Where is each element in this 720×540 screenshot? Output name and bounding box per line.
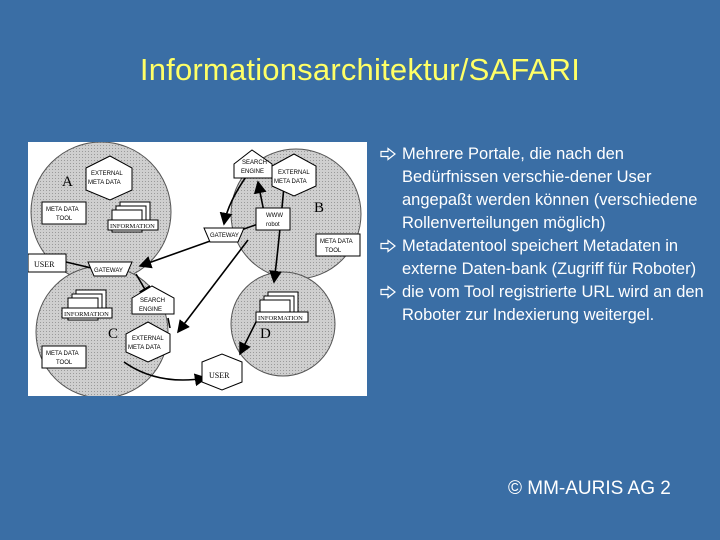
user-left-text: USER — [34, 260, 55, 269]
arrow-ext-meta-c — [167, 317, 171, 329]
information-a-text: INFORMATION — [110, 223, 155, 230]
bullet-text: Metadatentool speichert Metadaten in ext… — [402, 237, 697, 278]
region-circle-d — [230, 271, 336, 377]
meta-tool-a-line2: TOOL — [56, 216, 73, 222]
external-meta-data-a: EXTERNAL META DATA — [85, 155, 133, 201]
ext-meta-a-line1: EXTERNAL — [91, 171, 123, 177]
region-label-b: B — [314, 200, 324, 216]
information-d-text: INFORMATION — [258, 315, 303, 322]
external-meta-data-c: EXTERNAL META DATA — [125, 321, 171, 363]
hollow-right-arrow-icon — [380, 285, 396, 299]
meta-data-tool-a: META DATA TOOL — [41, 201, 87, 225]
copyright-footer: © MM-AURIS AG 2 — [508, 478, 671, 499]
region-label-c: C — [108, 326, 118, 342]
ext-meta-c-line1: EXTERNAL — [132, 336, 164, 342]
gateway-top-text: GATEWAY — [210, 233, 239, 239]
arrow-ext-meta-to-gateway — [269, 185, 285, 284]
search-engine-b-line1: SEARCH — [242, 160, 267, 166]
hollow-right-arrow-icon — [380, 239, 396, 253]
ext-meta-a-line2: META DATA — [88, 180, 121, 186]
document-stack-a — [111, 201, 151, 233]
bullet-text: Mehrere Portale, die nach den Bedürfniss… — [402, 145, 698, 232]
user-bottom: USER — [201, 353, 243, 391]
search-engine-c-line1: SEARCH — [140, 298, 165, 304]
bullet-item: Mehrere Portale, die nach den Bedürfniss… — [380, 143, 710, 235]
meta-tool-c-line1: META DATA — [46, 351, 79, 357]
ext-meta-b-line1: EXTERNAL — [278, 170, 310, 176]
hollow-right-arrow-icon — [380, 147, 396, 161]
user-left: USER — [28, 253, 67, 273]
gateway-mid: GATEWAY — [87, 261, 133, 277]
ext-meta-c-line2: META DATA — [128, 345, 161, 351]
bullet-list: Mehrere Portale, die nach den Bedürfniss… — [380, 143, 710, 327]
arrow-engine-to-gateway — [219, 173, 249, 226]
www-robot: WWW robot — [255, 207, 291, 231]
search-engine-c: SEARCH ENGINE — [131, 285, 175, 315]
meta-tool-c-line2: TOOL — [56, 360, 73, 366]
bullet-item: die vom Tool registrierte URL wird an de… — [380, 281, 710, 327]
search-engine-c-line2: ENGINE — [139, 307, 162, 313]
www-robot-line2: robot — [266, 222, 280, 228]
meta-data-tool-b: META DATA TOOL — [315, 233, 361, 257]
meta-tool-a-line1: META DATA — [46, 207, 79, 213]
bullet-item: Metadatentool speichert Metadaten in ext… — [380, 235, 710, 281]
meta-tool-b-line1: META DATA — [320, 239, 353, 245]
information-label-d: INFORMATION — [255, 311, 309, 323]
gateway-top: GATEWAY — [203, 227, 245, 243]
search-engine-b: SEARCH ENGINE — [233, 149, 273, 179]
user-bottom-text: USER — [209, 371, 230, 380]
search-engine-b-line2: ENGINE — [241, 169, 264, 175]
region-label-a: A — [62, 174, 73, 190]
information-label-a: INFORMATION — [107, 219, 159, 231]
arrow-robot-to-d — [177, 239, 249, 334]
arrow-robot-to-engine — [253, 180, 267, 213]
www-robot-line1: WWW — [266, 213, 283, 219]
meta-tool-b-line2: TOOL — [325, 248, 342, 254]
ext-meta-b-line2: META DATA — [274, 179, 307, 185]
slide-title: Informationsarchitektur/SAFARI — [139, 52, 581, 87]
arrow-c-to-user — [123, 361, 208, 387]
region-label-d: D — [260, 326, 271, 342]
information-label-c: INFORMATION — [61, 307, 113, 319]
gateway-mid-text: GATEWAY — [94, 268, 123, 274]
information-c-text: INFORMATION — [64, 311, 109, 318]
safari-architecture-diagram: A B C D EXTERNAL META DATA META DATA TOO… — [28, 142, 367, 396]
external-meta-data-b: EXTERNAL META DATA — [271, 153, 317, 197]
meta-data-tool-c: META DATA TOOL — [41, 345, 87, 369]
bullet-text: die vom Tool registrierte URL wird an de… — [402, 283, 704, 324]
